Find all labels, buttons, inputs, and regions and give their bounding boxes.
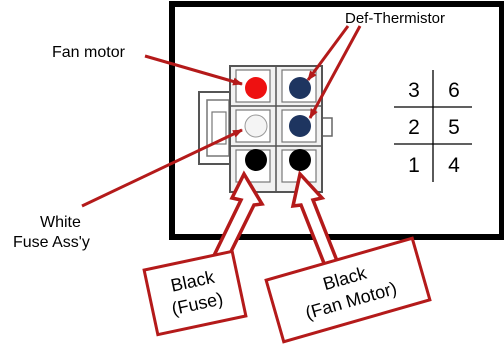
- fan-motor-arrow: [144, 54, 243, 86]
- pin-1-black: [245, 149, 267, 171]
- pin-5-navy: [289, 115, 311, 137]
- pin-table-r2c1: 2: [408, 116, 420, 139]
- pin-table-r2c2: 5: [448, 116, 460, 139]
- callout-black-fuse: Black (Fuse): [142, 249, 248, 337]
- pin-table-r1c2: 6: [448, 79, 460, 102]
- connector-bracket: [198, 91, 238, 165]
- pin-4-black: [289, 149, 311, 171]
- label-def-thermistor: Def-Thermistor: [345, 10, 445, 27]
- label-fuse-assy: Fuse Ass'y: [13, 234, 90, 251]
- pin-table-r3c2: 4: [448, 154, 460, 177]
- white-fuse-arrow: [81, 128, 243, 208]
- pin-3-red: [245, 77, 267, 99]
- pin-number-table: 3 6 2 5 1 4: [394, 70, 472, 182]
- pin-table-r3c1: 1: [408, 154, 420, 177]
- callout-black-fan-motor: Black (Fan Motor): [264, 236, 432, 344]
- pin-table-r1c1: 3: [408, 79, 420, 102]
- def-thermistor-arrow-lower: [308, 25, 362, 119]
- label-white: White: [40, 214, 81, 231]
- label-fan-motor: Fan motor: [52, 44, 126, 61]
- pin-2-white: [244, 114, 268, 138]
- def-thermistor-arrow-upper: [306, 25, 350, 81]
- pin-6-navy: [289, 77, 311, 99]
